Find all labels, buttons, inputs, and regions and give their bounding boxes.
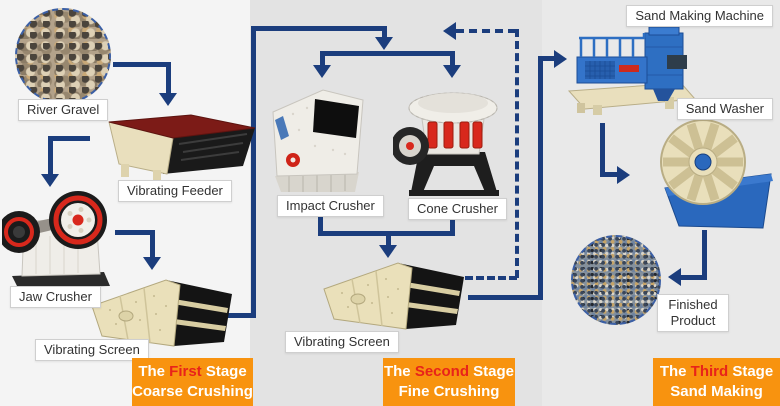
- line-segment: [702, 230, 707, 280]
- label-vibrating-screen-stage1: Vibrating Screen: [35, 339, 149, 361]
- line-segment: [251, 26, 387, 31]
- banner-text: The: [659, 363, 691, 380]
- banner-text: The: [383, 363, 415, 380]
- sand-washer-image: [635, 118, 775, 230]
- label-finished-product: Finished Product: [657, 294, 729, 332]
- arrowhead-right-icon: [554, 50, 567, 68]
- jaw-crusher-image: [2, 178, 120, 288]
- line-segment: [318, 216, 323, 234]
- line-segment: [251, 26, 256, 318]
- dashed-segment: [515, 29, 519, 278]
- arrowhead-down-icon: [379, 245, 397, 258]
- arrowhead-down-icon: [159, 93, 177, 106]
- line-segment: [48, 136, 53, 174]
- label-sand-making-machine: Sand Making Machine: [626, 5, 773, 27]
- banner-highlight: Second: [414, 363, 469, 380]
- arrowhead-down-icon: [443, 65, 461, 78]
- vibrating-screen1-image: [90, 276, 235, 350]
- arrowhead-left-icon: [668, 268, 681, 286]
- river-gravel-image: [15, 8, 111, 104]
- line-segment: [450, 216, 455, 234]
- sand-making-machine-image: [565, 25, 700, 120]
- dashed-segment: [465, 276, 517, 280]
- label-impact-crusher: Impact Crusher: [277, 195, 384, 217]
- label-vibrating-feeder: Vibrating Feeder: [118, 180, 232, 202]
- banner-highlight: First: [169, 363, 202, 380]
- line-segment: [679, 275, 707, 280]
- banner-line2: Fine Crushing: [398, 383, 500, 400]
- line-segment: [600, 123, 605, 177]
- arrowhead-down-icon: [143, 257, 161, 270]
- arrowhead-down-icon: [313, 65, 331, 78]
- vibrating-feeder-illustration: [108, 114, 256, 182]
- arrowhead-left-icon: [443, 22, 456, 40]
- line-segment: [468, 295, 543, 300]
- vibrating-feeder-image: [95, 112, 257, 184]
- line-segment: [538, 56, 554, 61]
- label-jaw-crusher: Jaw Crusher: [10, 286, 101, 308]
- banner-text: Stage: [201, 363, 247, 380]
- label-sand-washer: Sand Washer: [676, 98, 773, 120]
- line-segment: [386, 231, 391, 245]
- line-segment: [150, 230, 155, 257]
- line-segment: [600, 172, 617, 177]
- line-segment: [320, 51, 325, 65]
- sand-washer-illustration: [660, 119, 773, 229]
- impact-crusher-illustration: [272, 89, 364, 192]
- line-segment: [166, 62, 171, 93]
- vibrating-screen-illustration: [91, 279, 232, 347]
- line-segment: [450, 51, 455, 65]
- stage2-banner: The Second Stage Fine Crushing: [383, 358, 515, 406]
- line-segment: [222, 313, 256, 318]
- label-vibrating-screen-stage2: Vibrating Screen: [285, 331, 399, 353]
- cone-crusher-image: [393, 78, 505, 200]
- dashed-segment: [456, 29, 516, 33]
- arrowhead-down-icon: [41, 174, 59, 187]
- line-segment: [113, 62, 170, 67]
- banner-text: The: [138, 363, 170, 380]
- arrowhead-right-icon: [617, 166, 630, 184]
- line-segment: [48, 136, 90, 141]
- banner-text: Stage: [728, 363, 774, 380]
- line-segment: [538, 56, 543, 300]
- arrowhead-down-icon: [375, 37, 393, 50]
- impact-crusher-image: [263, 80, 370, 197]
- banner-line2: Coarse Crushing: [132, 383, 253, 400]
- jaw-crusher-illustration: [2, 191, 110, 288]
- vibrating-screen-illustration: [323, 262, 464, 330]
- sand-making-machine-illustration: [567, 26, 697, 115]
- banner-text: Stage: [469, 363, 515, 380]
- line-segment: [115, 230, 155, 235]
- banner-line2: Sand Making: [670, 383, 763, 400]
- stage3-banner: The Third Stage Sand Making: [653, 358, 780, 406]
- finished-product-image: [571, 235, 661, 325]
- stage1-banner: The First Stage Coarse Crushing: [132, 358, 253, 406]
- banner-highlight: Third: [690, 363, 729, 380]
- vibrating-screen2-image: [322, 258, 467, 334]
- cone-crusher-illustration: [393, 92, 499, 196]
- label-river-gravel: River Gravel: [18, 99, 109, 121]
- label-cone-crusher: Cone Crusher: [408, 198, 507, 220]
- line-segment: [320, 51, 455, 56]
- line-segment: [382, 26, 387, 37]
